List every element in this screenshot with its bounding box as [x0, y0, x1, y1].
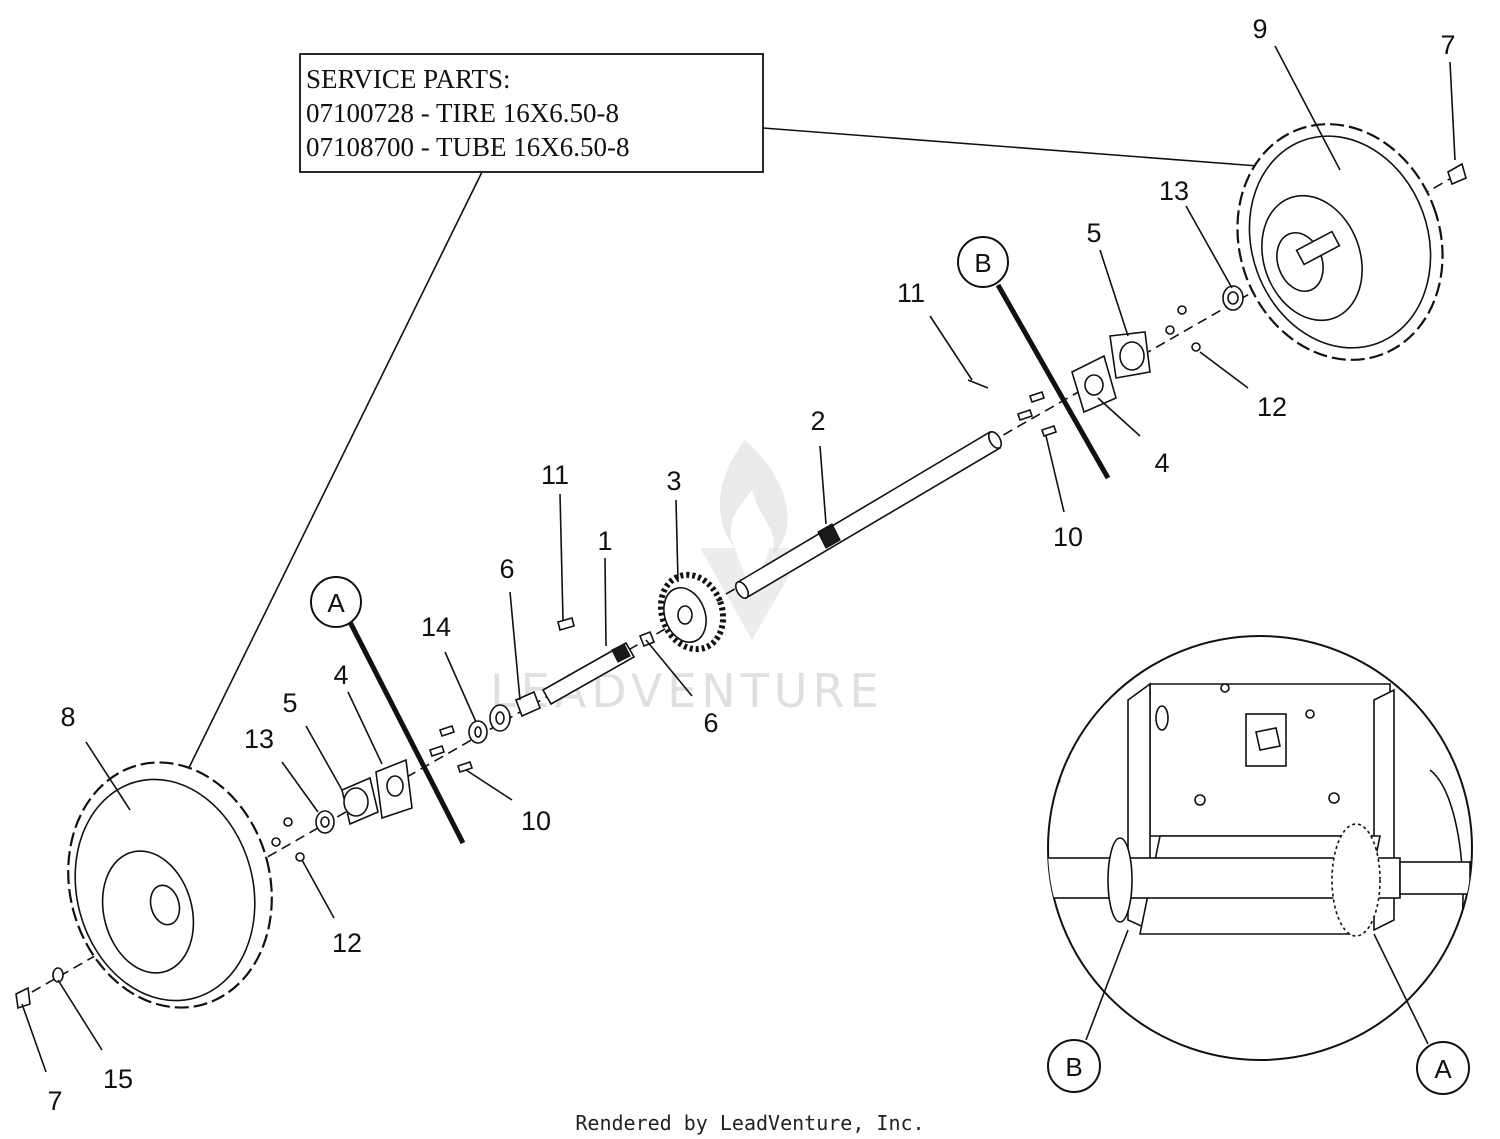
callout-5-right: 5	[1086, 218, 1101, 248]
callout-6-lower: 6	[703, 708, 718, 738]
callout-1: 1	[597, 526, 612, 556]
callout-2: 2	[810, 406, 825, 436]
left-hardware	[271, 724, 474, 862]
callout-4-left: 4	[333, 660, 348, 690]
left-shaft-parts	[468, 617, 656, 744]
callout-labels: 9 7 13 5 11 12 4 10 2 3 11 1 6 6 14 4 5 …	[47, 14, 1455, 1116]
right-tire	[1236, 123, 1467, 361]
callout-14: 14	[421, 612, 451, 642]
callout-5-left: 5	[282, 688, 297, 718]
service-parts-heading: SERVICE PARTS:	[306, 64, 511, 94]
axle-shaft	[734, 430, 1003, 600]
service-parts-tube: 07108700 - TUBE 16X6.50-8	[306, 132, 630, 162]
callout-11-right: 11	[897, 278, 925, 308]
callout-13-left: 13	[244, 724, 274, 754]
svg-text:B: B	[1065, 1052, 1082, 1082]
callout-7-top: 7	[1440, 30, 1455, 60]
left-tire	[15, 761, 273, 1010]
watermark-flame-icon	[719, 440, 788, 555]
footer-credit: Rendered by LeadVenture, Inc.	[575, 1111, 924, 1135]
ref-marker-b-inset: B	[1047, 1039, 1101, 1093]
service-parts-box: SERVICE PARTS: 07100728 - TIRE 16X6.50-8…	[299, 53, 764, 173]
svg-text:A: A	[327, 588, 345, 618]
inset-detail-view: B A	[1047, 635, 1473, 1095]
service-parts-tire: 07100728 - TIRE 16X6.50-8	[306, 98, 619, 128]
gear	[657, 571, 727, 653]
callout-15: 15	[103, 1064, 133, 1094]
callout-11-left: 11	[541, 460, 569, 490]
ref-marker-a-inset: A	[1416, 1041, 1470, 1095]
svg-text:A: A	[1434, 1054, 1452, 1084]
section-line-a	[347, 620, 466, 845]
callout-10-right: 10	[1053, 522, 1083, 552]
callout-10-left: 10	[521, 806, 551, 836]
section-line-b	[995, 283, 1111, 480]
ref-marker-b-main: B	[957, 236, 1009, 288]
callout-9: 9	[1252, 14, 1267, 44]
callout-12-right: 12	[1257, 392, 1287, 422]
callout-8: 8	[60, 702, 75, 732]
callout-6-upper: 6	[499, 554, 514, 584]
callout-4-right: 4	[1154, 448, 1169, 478]
svg-text:B: B	[974, 248, 991, 278]
callout-12-left: 12	[332, 928, 362, 958]
leader-service-right-tire	[762, 127, 1311, 171]
callout-3: 3	[666, 466, 681, 496]
ref-marker-a-main: A	[310, 576, 362, 628]
callout-7-bottom: 7	[47, 1086, 62, 1116]
right-hardware	[967, 285, 1244, 438]
callout-13-right: 13	[1159, 176, 1189, 206]
callout-leaders	[21, 45, 1456, 1073]
leader-service-left-tire	[177, 171, 483, 791]
